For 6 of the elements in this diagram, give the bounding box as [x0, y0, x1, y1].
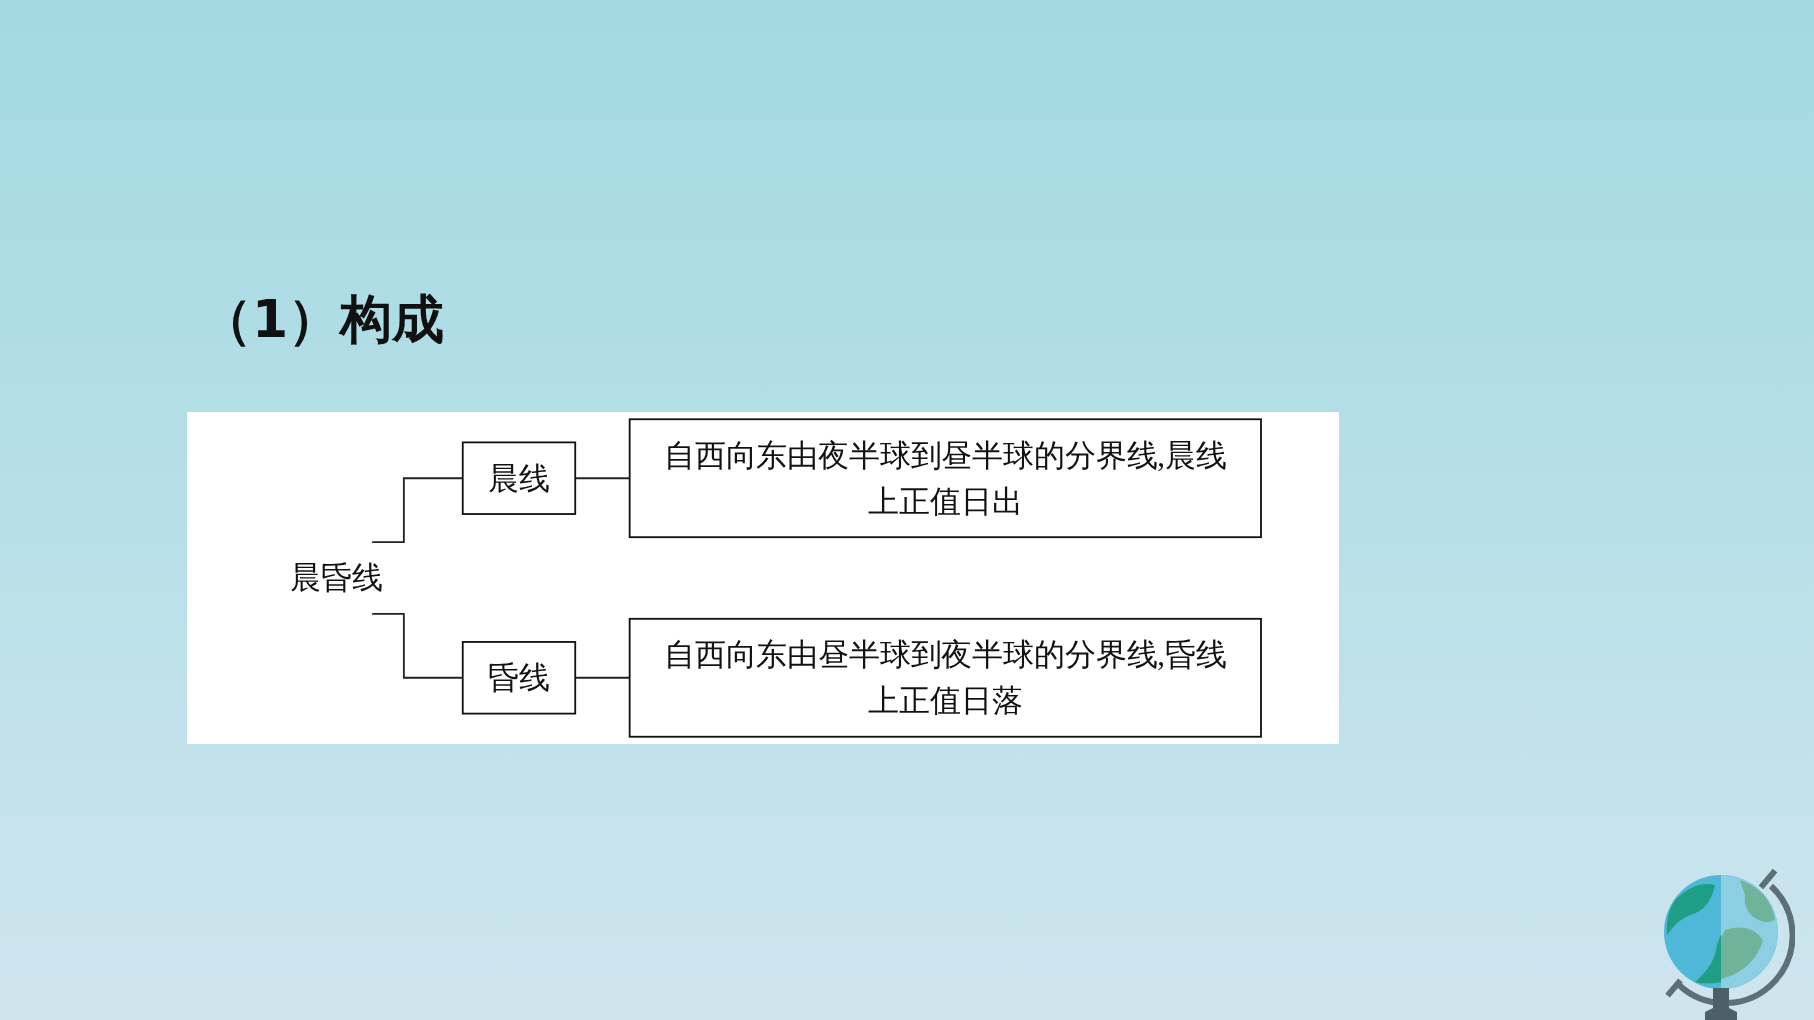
- root-label: 晨昏线: [290, 561, 383, 595]
- term-box: 晨线: [461, 441, 577, 515]
- title: （1）构成: [200, 288, 445, 351]
- definition-box: 自西向东由昼半球到夜半球的分界线,昏线上正值日落: [628, 617, 1262, 738]
- definition-box: 自西向东由夜半球到昼半球的分界线,晨线上正值日出: [628, 418, 1262, 539]
- term-box: 昏线: [461, 641, 577, 715]
